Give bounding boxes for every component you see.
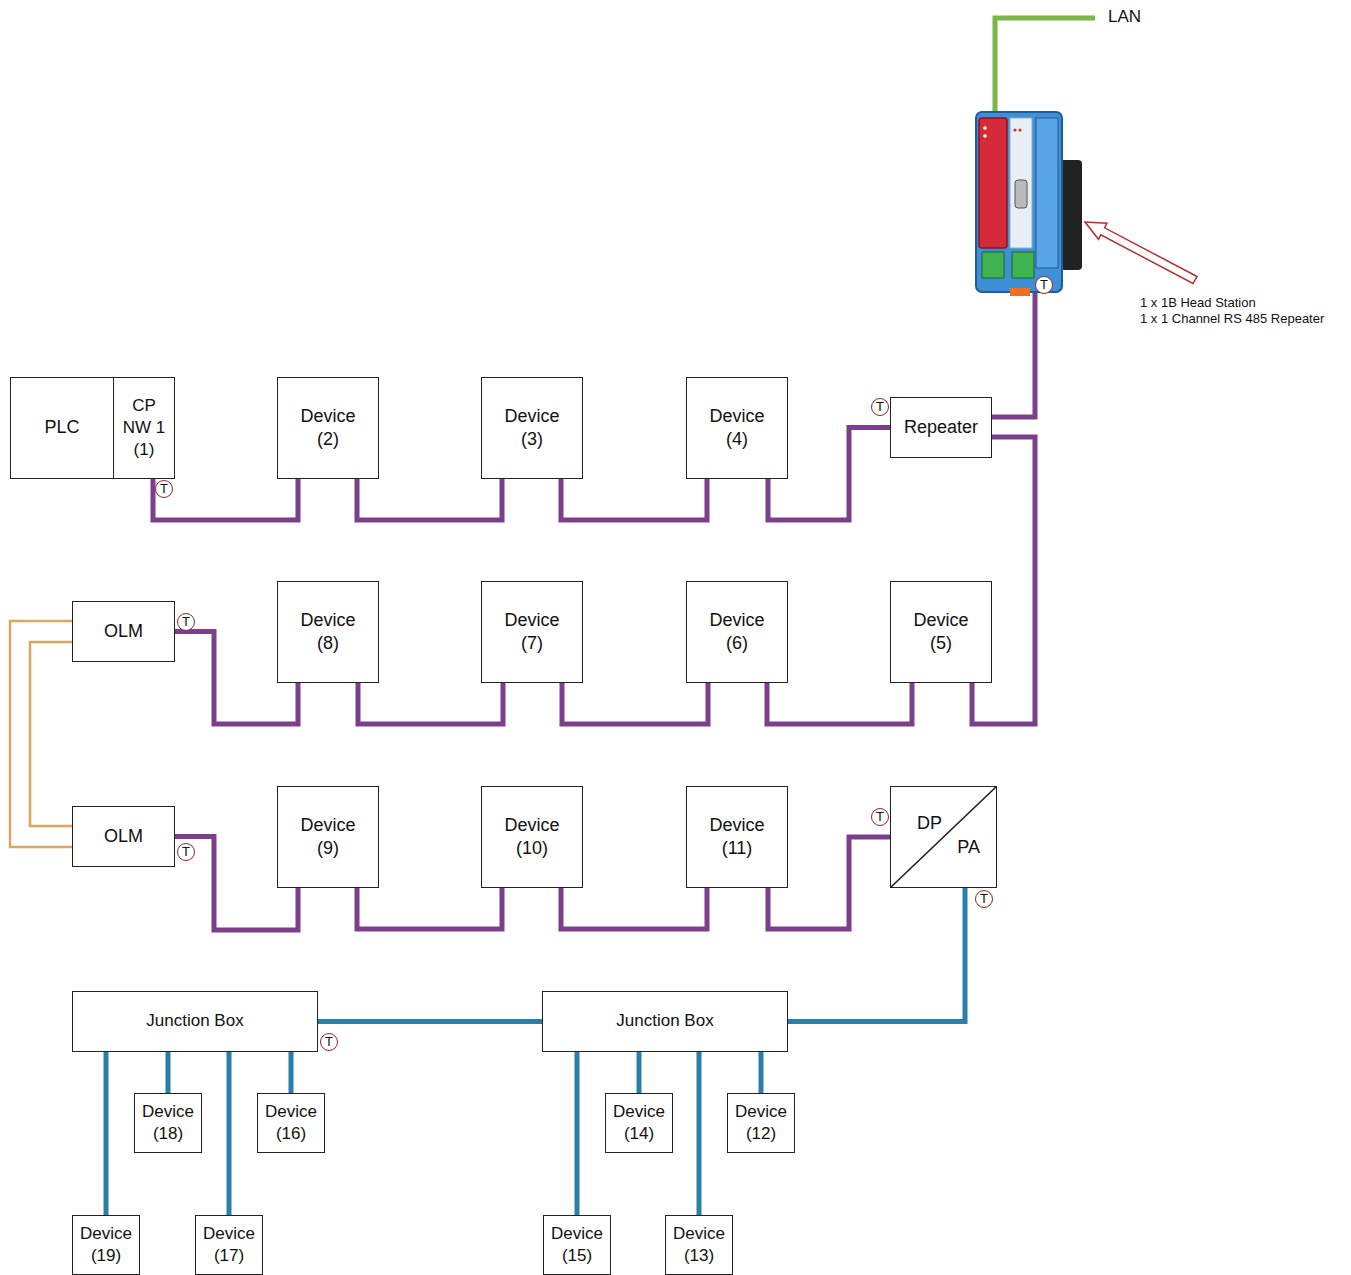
device-box: Device (9) xyxy=(277,786,379,888)
device-box: Device (7) xyxy=(481,581,583,683)
node-text: Device (9) xyxy=(293,814,363,861)
node-text: DP xyxy=(917,812,942,835)
terminator-mark: T xyxy=(1035,276,1053,294)
node-text: Junction Box xyxy=(146,1010,243,1032)
bus-wire xyxy=(153,479,298,520)
device-box: Device (13) xyxy=(665,1215,733,1275)
node-text: CP NW 1 (1) xyxy=(121,395,167,461)
bus-wire xyxy=(699,1052,700,1215)
node-text: OLM xyxy=(104,620,143,643)
device-box: Device (17) xyxy=(195,1215,263,1275)
bus-wire xyxy=(767,683,912,724)
node-text: OLM xyxy=(104,825,143,848)
device-box: Device (5) xyxy=(890,581,992,683)
device-box: Device (2) xyxy=(277,377,379,479)
bus-wire xyxy=(761,1052,762,1093)
bus-wire xyxy=(358,683,503,724)
bus-wire xyxy=(318,1021,542,1022)
device-box: Device (6) xyxy=(686,581,788,683)
node-text: Device (19) xyxy=(77,1223,135,1267)
olm-box: OLM xyxy=(72,806,175,867)
node-text: Device (5) xyxy=(906,609,976,656)
device-box: Device (11) xyxy=(686,786,788,888)
node-text: Device (13) xyxy=(670,1223,728,1267)
node-text: Device (16) xyxy=(262,1101,320,1145)
diagonal-divider xyxy=(891,787,996,887)
terminator-mark: T xyxy=(871,398,889,416)
device-box: Device (4) xyxy=(686,377,788,479)
device-box: Device (19) xyxy=(72,1215,140,1275)
bus-wire xyxy=(106,1052,107,1215)
device-box: Device (18) xyxy=(134,1093,202,1153)
terminator-mark: T xyxy=(155,480,173,498)
bus-wire xyxy=(357,888,502,929)
lan-label: LAN xyxy=(1108,7,1141,27)
bus-wire xyxy=(561,479,707,520)
callout-text: 1 x 1 Channel RS 485 Repeater xyxy=(1140,311,1324,326)
node-text: Device (12) xyxy=(732,1101,790,1145)
bus-wire xyxy=(291,1052,292,1093)
bus-wire xyxy=(639,1052,640,1093)
terminator-mark: T xyxy=(975,890,993,908)
node-text: Device (11) xyxy=(702,814,772,861)
node-text: PA xyxy=(957,836,980,859)
terminator-mark: T xyxy=(871,808,889,826)
device-box: Device (8) xyxy=(277,581,379,683)
callout-text: 1 x 1B Head Station xyxy=(1140,295,1256,310)
node-text: Device (14) xyxy=(610,1101,668,1145)
node-text: Device (10) xyxy=(497,814,567,861)
node-text: Device (4) xyxy=(702,405,772,452)
junction-box: Junction Box xyxy=(72,991,318,1052)
coupler-box: DP PA xyxy=(890,786,997,888)
node-text: Junction Box xyxy=(616,1010,713,1032)
bus-wire xyxy=(788,888,965,1022)
junction-box: Junction Box xyxy=(542,991,788,1052)
bus-wire xyxy=(229,1052,230,1215)
terminator-mark: T xyxy=(177,843,195,861)
device-box: Device (15) xyxy=(543,1215,611,1275)
repeater-box: Repeater xyxy=(890,397,992,458)
device-box: Device (16) xyxy=(257,1093,325,1153)
node-text: Device (17) xyxy=(200,1223,258,1267)
fiber-link xyxy=(10,621,72,847)
node-text: Device (3) xyxy=(497,405,567,452)
olm-box: OLM xyxy=(72,601,175,662)
callout-arrow xyxy=(1085,222,1197,284)
device-box: Device (3) xyxy=(481,377,583,479)
device-box: Device (10) xyxy=(481,786,583,888)
terminator-mark: T xyxy=(320,1033,338,1051)
node-text: Device (2) xyxy=(293,405,363,452)
bus-wire xyxy=(992,292,1035,417)
node-text: Device (8) xyxy=(293,609,363,656)
device-box: Device (12) xyxy=(727,1093,795,1153)
bus-wire xyxy=(561,888,707,929)
bus-wire xyxy=(168,1052,169,1093)
node-text: Device (15) xyxy=(548,1223,606,1267)
node-text: Device (7) xyxy=(497,609,567,656)
device-box: Device (14) xyxy=(605,1093,673,1153)
node-text: Repeater xyxy=(904,416,978,439)
bus-wire xyxy=(562,683,708,724)
plc-box: PLC xyxy=(10,377,114,479)
lan-cable xyxy=(995,18,1095,112)
node-text: Device (6) xyxy=(702,609,772,656)
bus-wire xyxy=(577,1052,578,1215)
terminator-mark: T xyxy=(177,613,195,631)
cp-box: CP NW 1 (1) xyxy=(113,377,175,479)
head-station xyxy=(976,112,1082,296)
bus-wire xyxy=(357,479,502,520)
node-text: Device (18) xyxy=(139,1101,197,1145)
node-text: PLC xyxy=(44,416,79,439)
